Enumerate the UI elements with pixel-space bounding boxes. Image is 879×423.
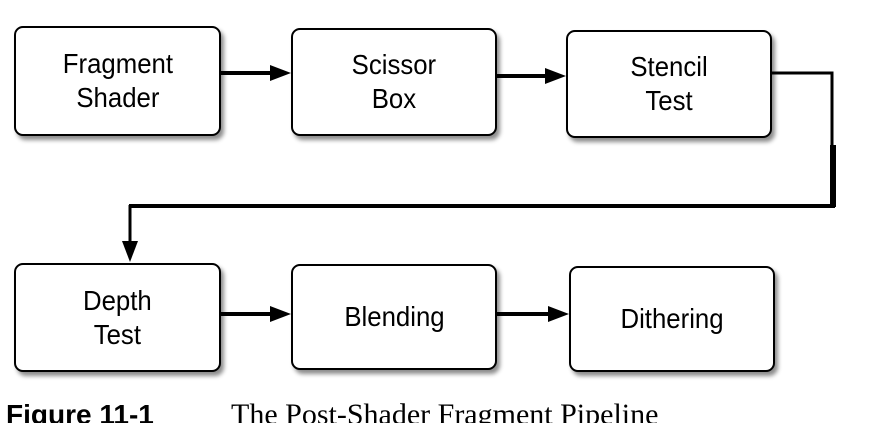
node-label: Scissor Box [351, 49, 437, 114]
edge-depth-test-to-blending [221, 306, 291, 322]
node-scissor-box: Scissor Box [291, 28, 497, 136]
edge-blending-to-dithering [497, 306, 569, 322]
edge-scissor-box-to-stencil-test [497, 68, 566, 84]
edge-stencil-test-to-depth-test [122, 71, 836, 262]
node-stencil-test: Stencil Test [566, 30, 772, 138]
figure-caption: Figure 11-1 The Post-Shader Fragment Pip… [6, 398, 876, 423]
node-label: Stencil Test [630, 51, 708, 116]
node-blending: Blending [291, 264, 497, 370]
node-dithering: Dithering [569, 266, 775, 372]
node-label: Dithering [620, 303, 724, 334]
node-label: Fragment Shader [62, 48, 173, 113]
figure-number: Figure 11-1 [6, 399, 154, 423]
figure-title: The Post-Shader Fragment Pipeline [231, 398, 659, 423]
node-depth-test: Depth Test [14, 263, 221, 372]
node-label: Blending [343, 301, 445, 332]
edge-fragment-shader-to-scissor-box [221, 65, 291, 81]
node-fragment-shader: Fragment Shader [14, 26, 221, 136]
node-label: Depth Test [83, 284, 152, 350]
